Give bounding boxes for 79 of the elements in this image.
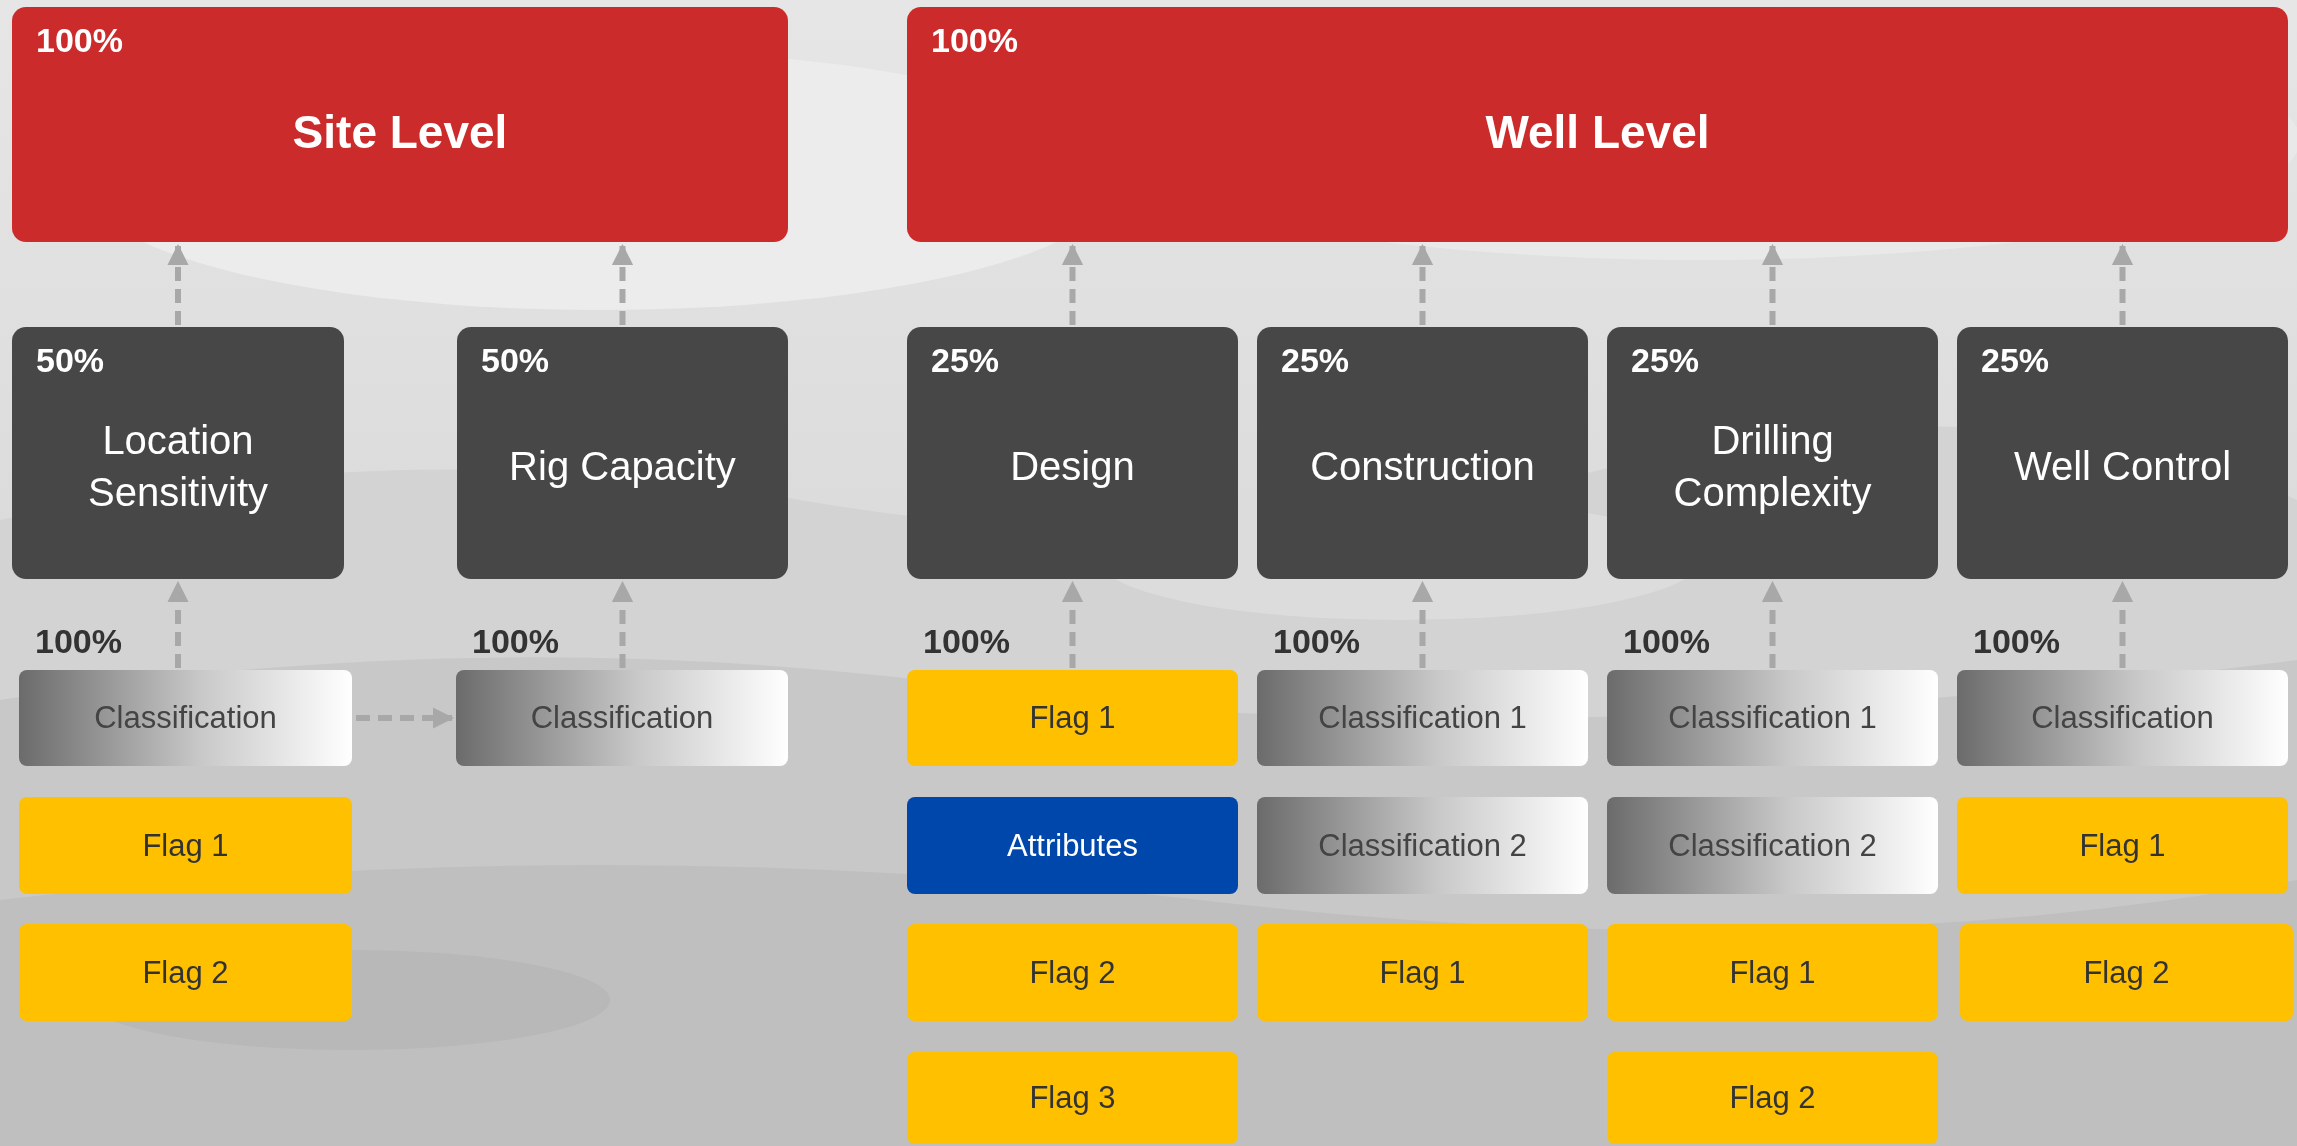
box-title: Site Level [291, 105, 509, 160]
classification-box [1257, 797, 1588, 894]
percentage-label: 50% [481, 341, 550, 380]
classification-box [19, 670, 352, 766]
flag-box [1607, 1052, 1938, 1144]
arrow [2111, 580, 2134, 668]
percentage-label: 25% [1981, 341, 2050, 380]
percentage-label: 100% [931, 21, 1018, 60]
classification-box [1607, 670, 1938, 766]
flag-box [19, 797, 352, 894]
box-label: Classification [2030, 700, 2215, 736]
arrow [167, 243, 189, 325]
box-label: Flag 1 [2078, 827, 2167, 864]
percentage-label: 100% [1623, 622, 1710, 661]
category-box [1607, 327, 1938, 579]
percentage-label: 25% [1281, 341, 1350, 380]
arrow [611, 580, 634, 668]
classification-box [456, 670, 788, 766]
box-label: Flag 2 [2082, 954, 2171, 991]
arrow [2111, 243, 2134, 325]
percentage-label: 50% [36, 341, 105, 380]
arrow [1411, 243, 1434, 325]
box-label: Flag 1 [1028, 700, 1117, 736]
arrow [1061, 243, 1084, 325]
percentage-label: 25% [931, 341, 1000, 380]
flag-box [1957, 797, 2288, 894]
box-title: Location Sensitivity [86, 416, 270, 516]
flag-box [907, 1052, 1238, 1144]
box-label: Classification 1 [1667, 700, 1878, 736]
category-box [1957, 327, 2288, 579]
percentage-label: 100% [472, 622, 559, 661]
arrow [611, 243, 634, 325]
arrow [1761, 580, 1784, 668]
category-box [12, 327, 344, 579]
level-box [12, 7, 788, 242]
level-box [907, 7, 2288, 242]
box-label: Classification [529, 700, 715, 736]
box-label: Flag 2 [1028, 954, 1117, 991]
box-title: Well Level [1484, 105, 1711, 160]
percentage-label: 100% [35, 622, 122, 661]
flag-box [1960, 924, 2293, 1021]
box-title: Rig Capacity [508, 442, 737, 490]
flag-box [907, 670, 1238, 766]
box-label: Classification 2 [1317, 827, 1528, 864]
percentage-label: 100% [923, 622, 1010, 661]
box-label: Classification [93, 700, 278, 736]
arrow [167, 580, 189, 668]
box-label: Attributes [1006, 827, 1139, 864]
flag-box [1607, 924, 1938, 1021]
box-label: Flag 2 [1728, 1080, 1817, 1116]
category-box [1257, 327, 1588, 579]
arrow [1411, 580, 1434, 668]
box-label: Flag 1 [1728, 954, 1817, 991]
category-box [457, 327, 788, 579]
percentage-label: 100% [1273, 622, 1360, 661]
arrow [1761, 243, 1784, 325]
percentage-label: 100% [36, 21, 123, 60]
arrow [356, 707, 455, 729]
classification-box [1257, 670, 1588, 766]
flag-box [1257, 924, 1588, 1021]
box-title: Construction [1309, 442, 1536, 490]
box-label: Classification 1 [1317, 700, 1528, 736]
arrow [1061, 580, 1084, 668]
box-title: Well Control [2012, 442, 2233, 490]
box-label: Classification 2 [1667, 827, 1878, 864]
box-label: Flag 1 [141, 827, 230, 864]
attribute-box [907, 797, 1238, 894]
percentage-label: 100% [1973, 622, 2060, 661]
classification-box [1957, 670, 2288, 766]
box-label: Flag 2 [141, 954, 230, 991]
box-label: Flag 3 [1028, 1080, 1117, 1116]
box-title: Drilling Complexity [1672, 416, 1873, 516]
flag-box [19, 924, 352, 1021]
percentage-label: 25% [1631, 341, 1700, 380]
classification-box [1607, 797, 1938, 894]
box-title: Design [1009, 442, 1136, 490]
box-label: Flag 1 [1378, 954, 1467, 991]
category-box [907, 327, 1238, 579]
flag-box [907, 924, 1238, 1021]
